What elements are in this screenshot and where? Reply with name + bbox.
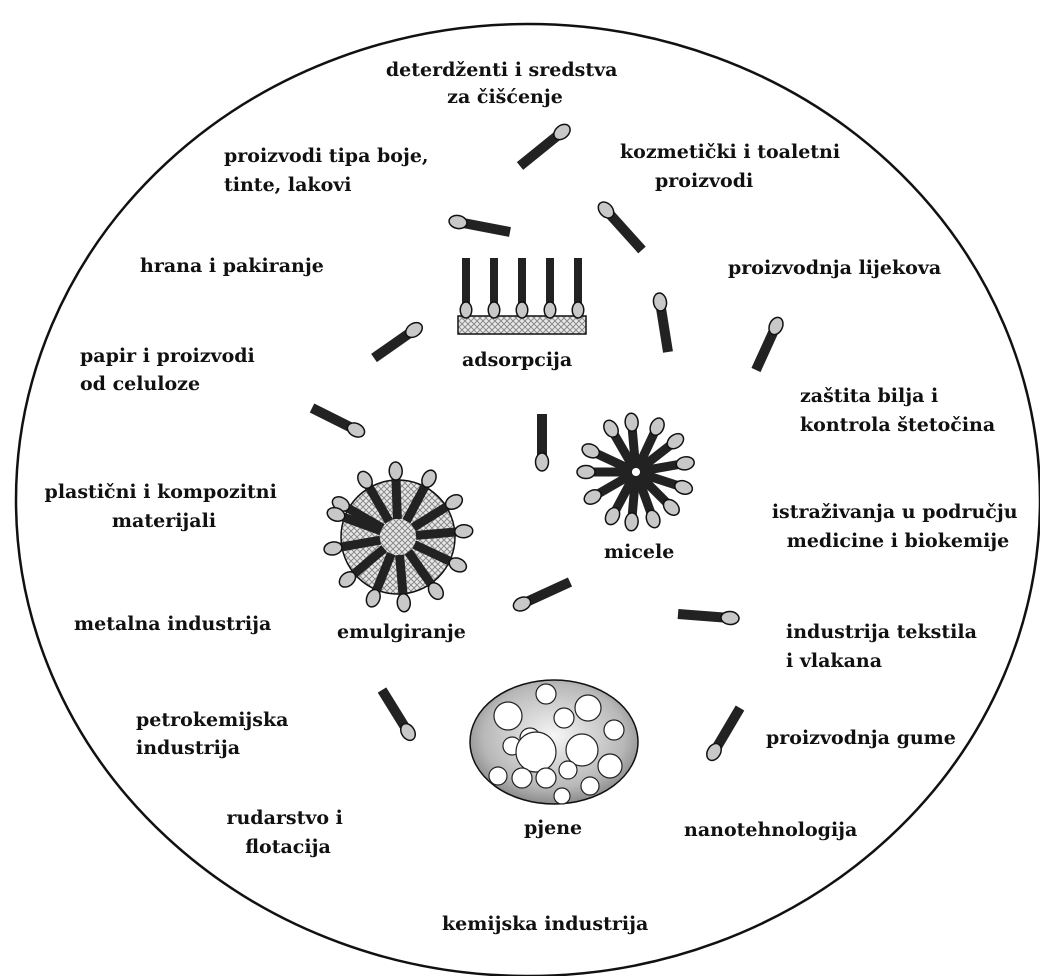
emulsion-surfactant xyxy=(388,461,403,520)
micelle-surfactant xyxy=(635,471,680,516)
micelle-surfactant xyxy=(633,474,661,529)
boundary-circle xyxy=(14,22,1040,976)
label-rudarstvo: rudarstvo i flotacija xyxy=(226,807,349,858)
label-medicina: istraživanja u području medicine i bioke… xyxy=(772,501,1024,552)
emulsion-surfactant xyxy=(412,540,468,573)
foam-bubble xyxy=(511,767,533,789)
emulsion-surfactant xyxy=(323,535,382,556)
foam-bubble xyxy=(597,753,623,779)
micelle-surfactant xyxy=(581,443,635,475)
free-surfactant xyxy=(751,316,784,373)
emulsion-surfactant xyxy=(357,470,393,524)
micelle-surfactant xyxy=(638,468,694,495)
foam-bubble xyxy=(515,731,557,773)
foam-bubble xyxy=(535,683,557,705)
free-surfactant xyxy=(706,705,745,762)
micelle-surfactant xyxy=(603,419,638,471)
label-plasticni: plastični i kompozitni materijali xyxy=(45,481,284,532)
free-surfactant xyxy=(377,687,417,742)
micelle xyxy=(576,412,695,532)
foam-bubbles xyxy=(488,683,625,805)
free-surfactant xyxy=(448,214,511,237)
foam-bubble xyxy=(574,694,602,722)
free-surfactant xyxy=(512,577,573,612)
foam-bubble xyxy=(565,733,599,767)
emulsion-surfactants xyxy=(323,461,474,613)
micelle-surfactant xyxy=(639,455,695,476)
adsorbed-surfactants xyxy=(459,258,585,319)
free-surfactant xyxy=(597,201,646,254)
label-deterdzenti: deterdženti i sredstva za čišćenje xyxy=(386,59,624,108)
label-pjene: pjene xyxy=(524,817,582,839)
label-lijekovi: proizvodnja lijekova xyxy=(728,257,941,279)
foam-bubble xyxy=(558,760,578,780)
label-boje: proizvodi tipa boje, tinte, lakovi xyxy=(224,145,435,196)
micelle-surfactant xyxy=(576,464,632,480)
foam-bubble xyxy=(553,707,575,729)
label-guma: proizvodnja gume xyxy=(766,727,956,749)
label-adsorpcija: adsorpcija xyxy=(462,349,572,371)
free-surfactants xyxy=(309,123,784,762)
label-bilje: zaštita bilja i kontrola štetočina xyxy=(800,385,995,436)
free-surfactant xyxy=(677,609,740,626)
foam-bubble xyxy=(488,766,508,786)
foam-bubble xyxy=(493,701,523,731)
label-emulgiranje: emulgiranje xyxy=(337,621,466,643)
emulsion-surfactant xyxy=(404,549,445,601)
label-papir: papir i proizvodi od celuloze xyxy=(80,345,261,395)
free-surfactant xyxy=(309,403,366,438)
micelle-surfactant xyxy=(604,473,639,526)
foam-bubble xyxy=(535,767,557,789)
label-kozmeticki: kozmetički i toaletni proizvodi xyxy=(620,141,847,192)
label-metalna: metalna industrija xyxy=(74,613,271,635)
adsorbed-surfactant xyxy=(543,258,557,319)
emulsion-surfactant xyxy=(402,469,437,524)
emulsion-surfactant xyxy=(395,554,412,613)
label-micele: micele xyxy=(604,541,674,563)
label-kemijska: kemijska industrija xyxy=(442,913,648,935)
label-tekstil: industrija tekstila i vlakana xyxy=(786,621,984,672)
emulsion-surfactant xyxy=(410,493,464,532)
micelle-surfactant xyxy=(636,432,685,474)
adsorbed-surfactant xyxy=(515,258,529,319)
emulsion-surfactant xyxy=(365,552,396,608)
label-hrana: hrana i pakiranje xyxy=(140,255,324,277)
adsorbed-surfactant xyxy=(459,258,473,319)
label-petrokemija: petrokemijska industrija xyxy=(136,709,295,759)
adsorbed-surfactant xyxy=(487,258,501,319)
emulsion-surfactant xyxy=(338,545,388,588)
label-nano: nanotehnologija xyxy=(684,819,857,841)
free-surfactant xyxy=(534,414,550,472)
free-surfactant xyxy=(652,292,673,353)
micelle-surfactant xyxy=(633,417,665,471)
foam-bubble xyxy=(603,719,625,741)
micelle-surfactant xyxy=(583,470,635,505)
free-surfactant xyxy=(371,321,424,363)
foam-bubble xyxy=(553,787,571,805)
adsorbed-surfactant xyxy=(571,258,585,319)
foam-bubble xyxy=(580,776,600,796)
free-surfactant xyxy=(516,123,571,170)
emulsion-surfactant xyxy=(326,506,383,536)
micelle-surfactant xyxy=(624,412,641,469)
micelle-surfactant xyxy=(624,475,641,532)
emulsion-surfactant xyxy=(415,523,474,540)
